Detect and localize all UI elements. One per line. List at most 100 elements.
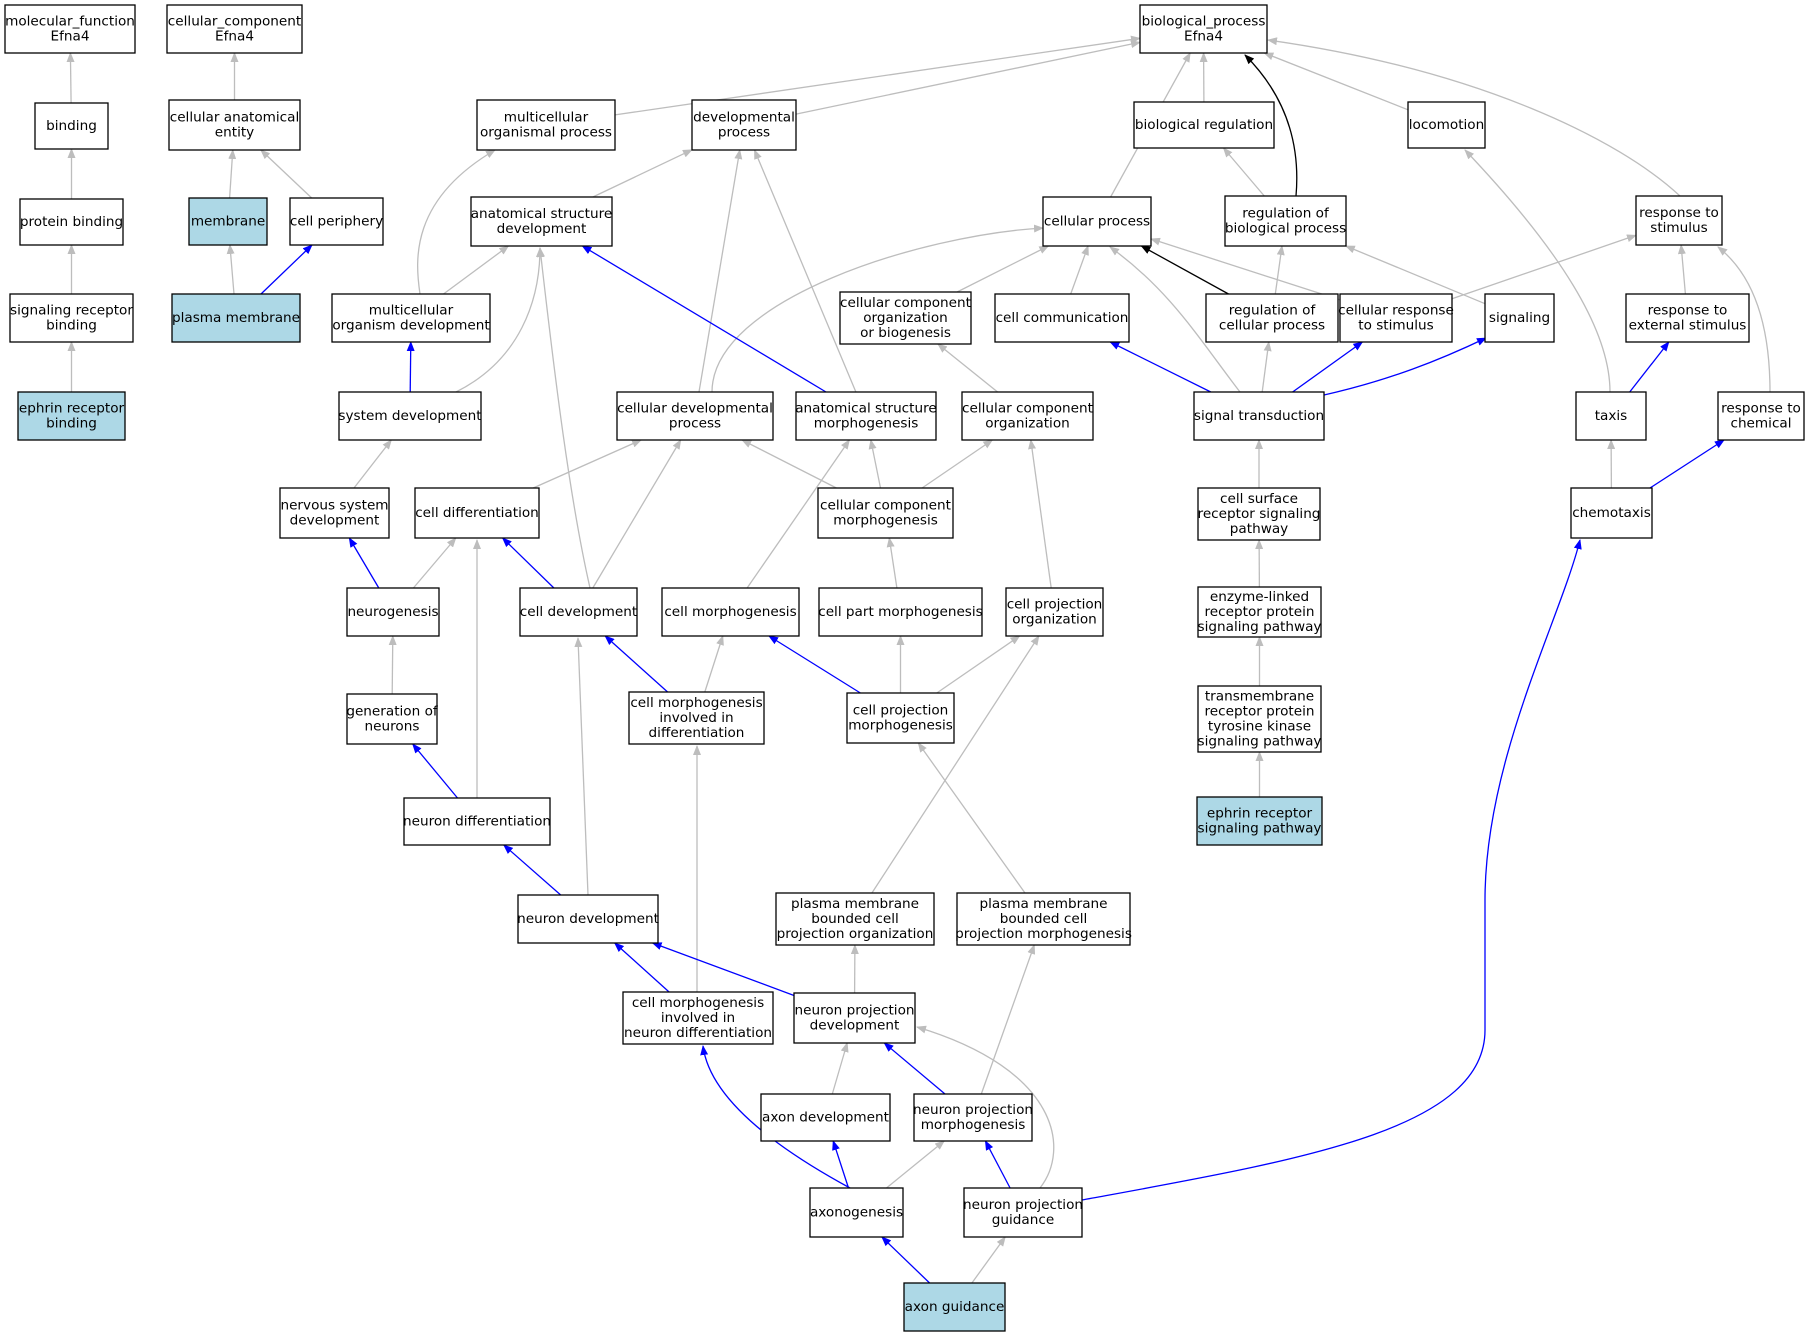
- edge-neurogenesis-to-nsdev: [348, 537, 380, 589]
- edge-layer: [66, 35, 1771, 1284]
- node-label-line: multicellular: [369, 303, 454, 319]
- node-box: [1575, 391, 1647, 441]
- edge-celldev-to-celldiff: [501, 537, 555, 589]
- node-box: [691, 99, 797, 151]
- node-label-line: organization: [985, 416, 1070, 432]
- node-box: [517, 894, 659, 944]
- edge-npg-to-npm: [984, 1140, 1011, 1189]
- edge-neurdev-to-neurdiff: [503, 844, 562, 896]
- node-label-line: cellular_component: [168, 14, 301, 30]
- node-box: [1205, 293, 1339, 343]
- node-box: [795, 391, 937, 441]
- node-box: [331, 293, 491, 343]
- node-box: [470, 196, 613, 247]
- node-box: [346, 693, 438, 745]
- node-label-line: response to: [1639, 205, 1719, 221]
- edge-celldevproc-to-cellproc: [711, 224, 1044, 393]
- node-label-line: signaling pathway: [1198, 734, 1322, 750]
- edge-pmbcpm-to-cprojm: [917, 742, 1026, 894]
- node-label-line: cell periphery: [290, 214, 383, 230]
- node-neurdiff: neuron differentiation: [403, 797, 551, 846]
- edge-devproc-to-bp: [795, 40, 1141, 115]
- node-box: [903, 1282, 1006, 1332]
- node-label-line: morphogenesis: [814, 416, 919, 432]
- node-label-line: chemical: [1730, 416, 1791, 432]
- node-axonogenesis: axonogenesis: [809, 1187, 904, 1238]
- node-label-line: morphogenesis: [921, 1117, 1026, 1133]
- node-label-line: multicellular: [504, 110, 589, 126]
- node-box: [168, 99, 301, 151]
- edge-asm-to-devproc: [753, 149, 857, 393]
- node-box: [289, 197, 384, 246]
- node-label-line: enzyme-linked: [1210, 589, 1309, 605]
- node-box: [17, 391, 126, 441]
- node-box: [775, 892, 935, 946]
- edge-reschem-to-resstim: [1717, 246, 1771, 393]
- edge-mcodev-to-mop: [417, 149, 496, 295]
- edge-sigtrans-to-cellcomm: [1109, 341, 1212, 393]
- node-box: [1042, 196, 1152, 247]
- node-label-line: cellular component: [840, 295, 971, 311]
- node-label-line: morphogenesis: [848, 718, 953, 734]
- node-label-line: signaling pathway: [1198, 821, 1322, 837]
- node-label-line: organism development: [332, 318, 489, 334]
- node-label-line: development: [290, 513, 380, 529]
- node-box: [1193, 391, 1325, 441]
- node-label-line: development: [497, 221, 587, 237]
- node-cellmorph: cell morphogenesis: [661, 587, 800, 637]
- node-label-line: receptor protein: [1205, 704, 1315, 720]
- node-box: [760, 1093, 891, 1142]
- node-label-line: receptor protein: [1205, 604, 1315, 620]
- edge-pmbcpo-to-cpo: [871, 635, 1040, 894]
- edge-cpo-to-cco: [1028, 439, 1052, 589]
- node-label-line: anatomical structure: [795, 401, 937, 417]
- edge-sysdev-to-mcodev: [406, 341, 415, 393]
- edge-ccm-to-cco: [921, 439, 994, 489]
- node-label-line: cell communication: [996, 310, 1129, 326]
- node-label-line: cellular process: [1044, 214, 1150, 230]
- node-label-line: cellular anatomical: [170, 110, 300, 126]
- edge-celldev-to-celldevproc: [592, 439, 682, 589]
- node-box: [913, 1093, 1033, 1142]
- node-celldev: cell development: [519, 587, 638, 637]
- node-box: [1139, 4, 1268, 54]
- node-label-line: neuron differentiation: [624, 1025, 772, 1041]
- node-box: [818, 587, 983, 637]
- edge-neurdev-to-celldev: [574, 637, 589, 896]
- node-box: [1407, 101, 1486, 149]
- node-label-line: molecular_function: [5, 14, 135, 30]
- node-cellperiph: cell periphery: [289, 197, 384, 246]
- node-label-line: anatomical structure: [471, 206, 613, 222]
- node-label-line: membrane: [191, 214, 265, 230]
- edge-cco-to-ccob: [937, 343, 999, 393]
- edge-cpm-to-ccm: [886, 537, 898, 589]
- node-label-line: binding: [46, 416, 97, 432]
- node-box: [34, 102, 109, 150]
- node-box: [171, 293, 301, 343]
- edge-cmid-to-cellmorph: [704, 635, 724, 693]
- node-locomotion: locomotion: [1407, 101, 1486, 149]
- node-label-line: organization: [1012, 612, 1097, 628]
- node-membrane: membrane: [188, 197, 268, 246]
- node-box: [4, 4, 136, 54]
- node-box: [1339, 293, 1453, 343]
- node-box: [403, 797, 551, 846]
- edge-cmind-to-neurdev: [613, 942, 670, 993]
- node-label-line: regulation of: [1242, 206, 1330, 222]
- edge-nsdev-to-sysdev: [353, 439, 392, 489]
- node-label-line: plasma membrane: [979, 896, 1107, 912]
- node-label-line: cell projection: [853, 703, 949, 719]
